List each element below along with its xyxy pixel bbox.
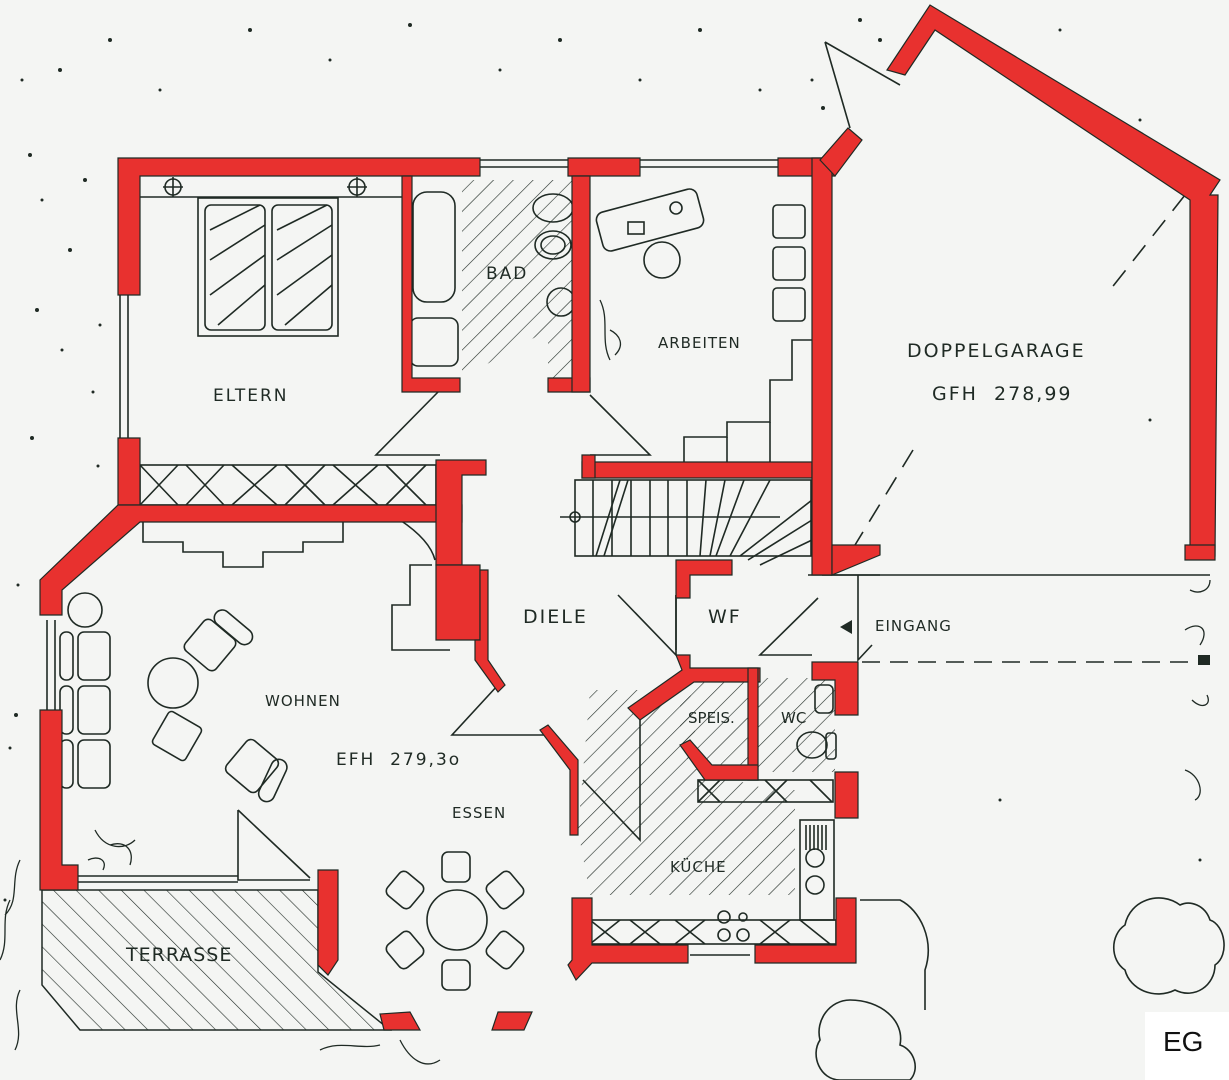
floor-height-efh: EFH 279,3o bbox=[336, 750, 462, 770]
kitchen-tiles bbox=[578, 690, 795, 895]
room-label-diele: DIELE bbox=[523, 606, 588, 628]
room-label-doppelgarage: DOPPELGARAGE bbox=[907, 340, 1086, 362]
garage-floor-height: GFH 278,99 bbox=[932, 383, 1073, 405]
floor-level-badge: EG bbox=[1145, 1012, 1229, 1080]
room-label-bad: BAD bbox=[486, 264, 529, 284]
entrance-arrow-icon bbox=[840, 620, 852, 634]
room-label-eingang: EINGANG bbox=[875, 617, 952, 635]
walls bbox=[39, 4, 1221, 1031]
room-label-wf: WF bbox=[708, 606, 742, 628]
room-label-arbeiten: ARBEITEN bbox=[658, 334, 741, 352]
tree-outline bbox=[1112, 897, 1225, 995]
room-label-essen: ESSEN bbox=[452, 804, 507, 822]
manhole bbox=[1198, 655, 1210, 665]
room-label-eltern: ELTERN bbox=[213, 386, 289, 406]
bath-tiles bbox=[462, 180, 572, 378]
room-label-speis: SPEIS. bbox=[688, 709, 735, 727]
floor-level-label: EG bbox=[1163, 1026, 1204, 1057]
plant-sketches bbox=[0, 299, 1211, 1065]
room-label-terrasse: TERRASSE bbox=[126, 944, 233, 966]
room-label-wohnen: WOHNEN bbox=[265, 692, 341, 710]
tree-outline bbox=[815, 999, 916, 1080]
room-label-kueche: KÜCHE bbox=[670, 858, 727, 876]
ground-dots bbox=[3, 18, 1217, 902]
room-label-wc: WC bbox=[781, 709, 807, 727]
hedge bbox=[860, 899, 929, 1010]
